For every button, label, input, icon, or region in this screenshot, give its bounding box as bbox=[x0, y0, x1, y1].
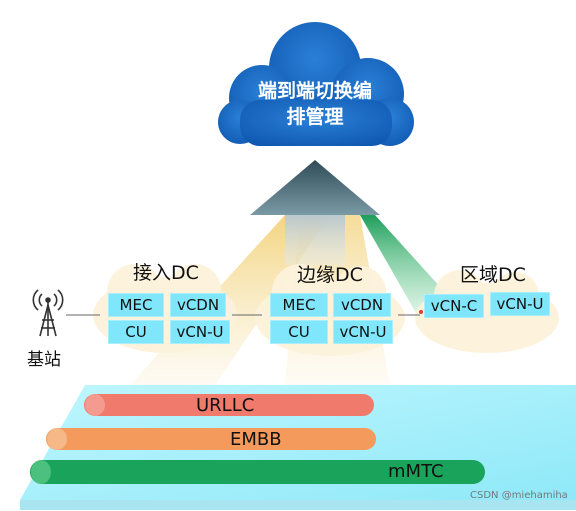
access-dc-module-vcn-u: vCN-U bbox=[170, 320, 230, 344]
base-station-label: 基站 bbox=[27, 350, 61, 370]
regional-dc-module-vcn-u: vCN-U bbox=[490, 292, 550, 316]
arrow-head bbox=[250, 160, 380, 215]
urllc-slice-bar bbox=[84, 394, 374, 416]
access-dc-label: 接入DC bbox=[133, 262, 199, 284]
slice-plane-shadow bbox=[20, 500, 576, 510]
embb-slice-bar bbox=[46, 428, 376, 450]
urllc-label: URLLC bbox=[196, 395, 255, 416]
arrow-body bbox=[285, 215, 345, 265]
access-dc-module-vcdn: vCDN bbox=[170, 293, 226, 317]
orchestration-cloud bbox=[218, 22, 414, 146]
antenna-icon bbox=[32, 289, 64, 337]
edge-dc-module-cu: CU bbox=[270, 320, 328, 344]
edge-dc-module-mec: MEC bbox=[270, 293, 328, 317]
mmtc-slice-bar bbox=[30, 460, 485, 484]
orchestration-title: 端到端切换编 排管理 bbox=[230, 78, 400, 130]
edge-dc-label: 边缘DC bbox=[297, 264, 363, 286]
orchestration-title-line1: 端到端切换编 bbox=[257, 80, 372, 102]
edge-dc-module-vcn-u: vCN-U bbox=[333, 320, 393, 344]
connector-dot bbox=[419, 310, 423, 314]
regional-dc-label: 区域DC bbox=[460, 264, 526, 286]
orchestration-title-line2: 排管理 bbox=[286, 106, 344, 128]
mmtc-label: mMTC bbox=[388, 461, 444, 482]
embb-label: EMBB bbox=[230, 429, 282, 450]
access-dc-module-cu: CU bbox=[108, 320, 164, 344]
watermark: CSDN @miehamiha bbox=[470, 490, 568, 501]
regional-dc-module-vcn-c: vCN-C bbox=[424, 294, 484, 318]
edge-dc-module-vcdn: vCDN bbox=[333, 293, 391, 317]
access-dc-module-mec: MEC bbox=[108, 293, 164, 317]
